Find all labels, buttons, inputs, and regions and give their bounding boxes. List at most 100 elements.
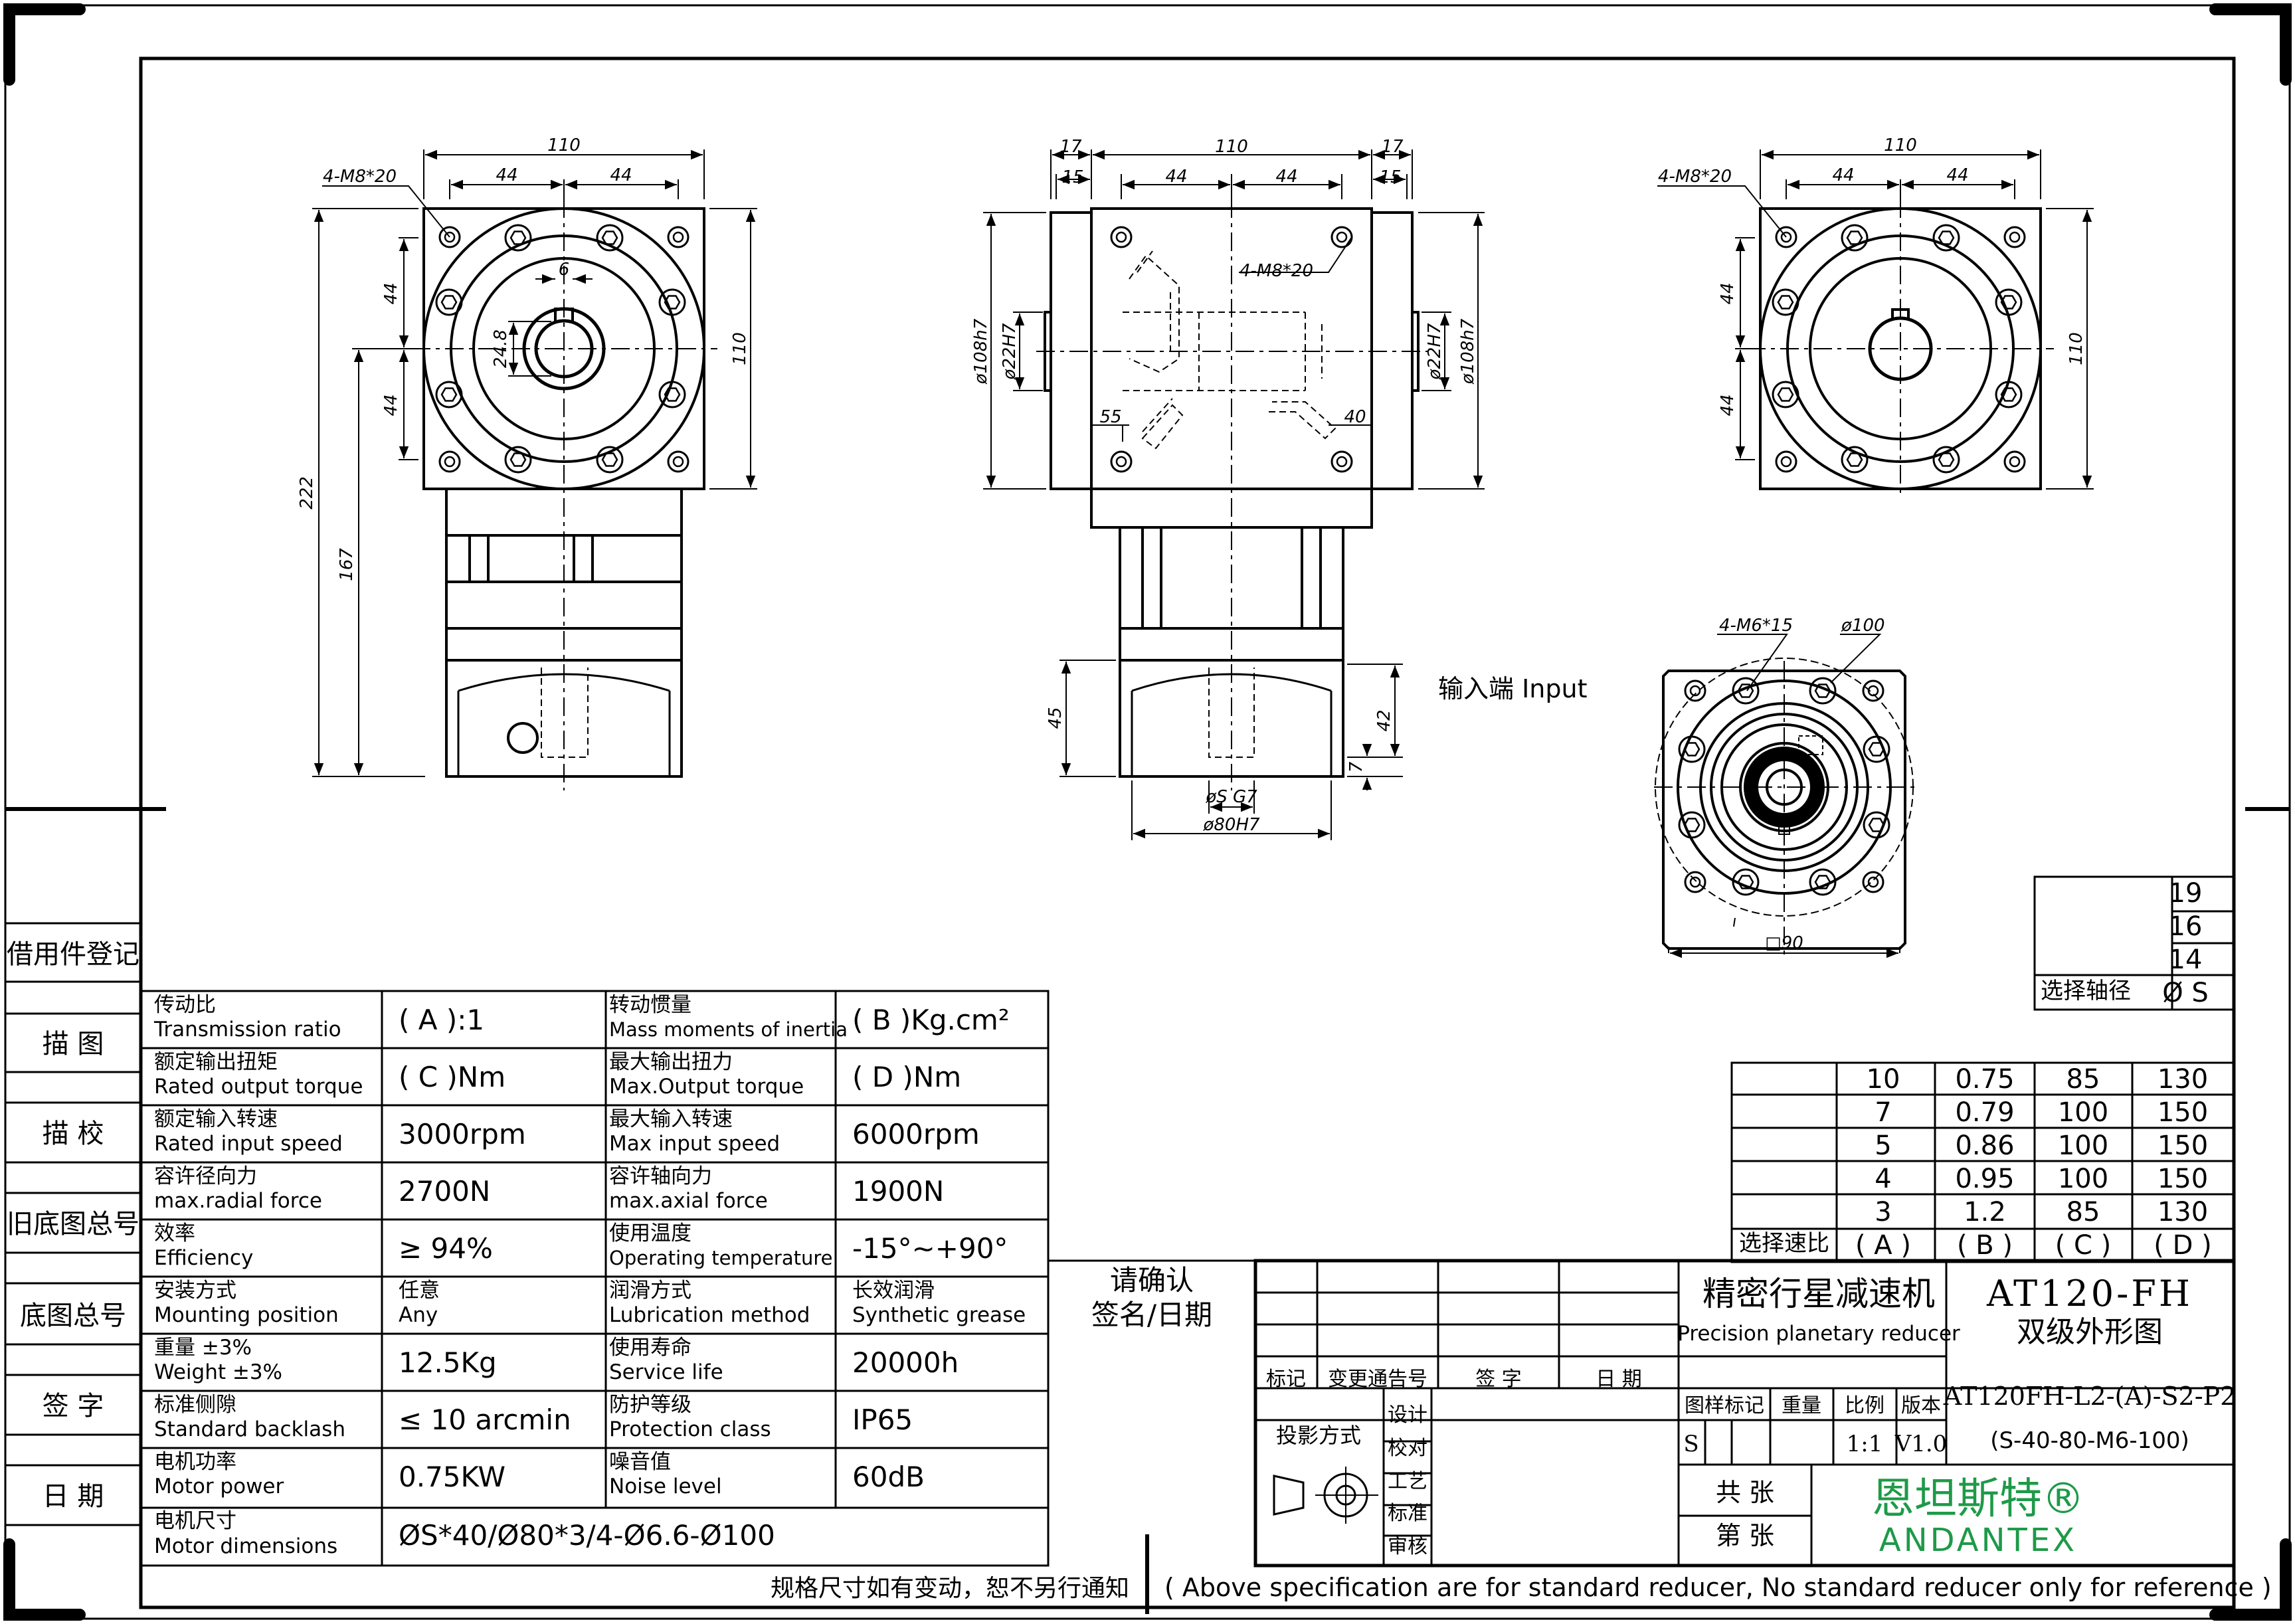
svg-text:(S-40-80-M6-100): (S-40-80-M6-100) [1990, 1427, 2189, 1454]
svg-text:17: 17 [1381, 137, 1404, 157]
svg-text:工艺: 工艺 [1388, 1470, 1427, 1493]
svg-text:44: 44 [1165, 167, 1187, 187]
svg-text:Max input speed: Max input speed [609, 1132, 780, 1156]
svg-text:签 字: 签 字 [1475, 1368, 1522, 1391]
svg-text:3: 3 [1875, 1197, 1891, 1227]
right-dims [1657, 149, 2094, 490]
svg-text:19: 19 [2169, 878, 2203, 909]
svg-text:标准: 标准 [1388, 1502, 1427, 1525]
svg-text:图样标记: 图样标记 [1685, 1394, 1764, 1417]
svg-text:85: 85 [2066, 1064, 2100, 1095]
svg-text:S: S [1683, 1431, 1698, 1457]
svg-text:防护等级: 防护等级 [609, 1393, 691, 1417]
front-dim-labels: 110 44 44 4-M8*20 44 44 110 6 24.8 222 1… [297, 135, 750, 581]
svg-text:max.radial force: max.radial force [154, 1189, 322, 1213]
svg-text:44: 44 [496, 165, 517, 185]
svg-text:V1.0: V1.0 [1894, 1431, 1948, 1457]
svg-text:标准侧隙: 标准侧隙 [154, 1393, 236, 1417]
svg-text:10: 10 [1867, 1064, 1900, 1095]
svg-text:容许径向力: 容许径向力 [154, 1164, 257, 1188]
svg-text:转动惯量: 转动惯量 [609, 993, 691, 1017]
svg-text:Mass moments of inertia: Mass moments of inertia [609, 1018, 848, 1041]
footer-note-cn: 规格尺寸如有变动，恕不另行通知 [771, 1575, 1129, 1602]
svg-text:使用温度: 使用温度 [609, 1221, 691, 1245]
strip-date: 日 期 [43, 1481, 104, 1512]
svg-text:润滑方式: 润滑方式 [609, 1279, 691, 1303]
svg-text:ø22H7: ø22H7 [1425, 323, 1445, 381]
svg-text:第 张: 第 张 [1716, 1521, 1774, 1550]
svg-text:110: 110 [1884, 135, 1917, 155]
svg-text:7: 7 [1875, 1097, 1891, 1128]
svg-text:安装方式: 安装方式 [154, 1279, 236, 1303]
svg-text:投影方式: 投影方式 [1276, 1423, 1361, 1448]
svg-text:AT120FH-L2-(A)-S2-P2: AT120FH-L2-(A)-S2-P2 [1943, 1382, 2237, 1411]
footer-note-en: ( Above specification are for standard r… [1164, 1573, 2272, 1602]
left-strip: 借用件登记 描 图 描 校 旧底图总号 底图总号 签 字 日 期 [5, 922, 141, 1526]
svg-text:≤ 10 arcmin: ≤ 10 arcmin [399, 1403, 571, 1436]
svg-text:-15°~+90°: -15°~+90° [852, 1232, 1008, 1265]
svg-text:最大输入转速: 最大输入转速 [609, 1107, 733, 1131]
svg-text:55: 55 [1099, 407, 1121, 427]
svg-text:标记: 标记 [1266, 1368, 1306, 1391]
front-centerlines [412, 199, 717, 790]
svg-text:重量: 重量 [1782, 1394, 1821, 1417]
svg-text:容许轴向力: 容许轴向力 [609, 1164, 712, 1188]
svg-text:ø108h7: ø108h7 [1458, 318, 1478, 385]
svg-text:Max.Output torque: Max.Output torque [609, 1075, 804, 1099]
side-dims [983, 149, 1485, 840]
strip-sign: 签 字 [43, 1391, 104, 1421]
svg-text:100: 100 [2058, 1130, 2108, 1161]
svg-text:44: 44 [381, 282, 401, 304]
specs-rows: 传动比 Transmission ratio ( A ):1 转动惯量 Mass… [153, 993, 1026, 1558]
svg-text:4-M8*20: 4-M8*20 [323, 167, 397, 187]
svg-text:Transmission ratio: Transmission ratio [153, 1018, 341, 1041]
svg-text:17: 17 [1059, 137, 1082, 157]
svg-text:IP65: IP65 [852, 1403, 913, 1436]
svg-text:44: 44 [610, 165, 632, 185]
svg-text:AT120-FH: AT120-FH [1986, 1273, 2193, 1314]
svg-text:≥ 94%: ≥ 94% [399, 1232, 493, 1265]
svg-text:110: 110 [1215, 137, 1248, 157]
svg-text:20000h: 20000h [852, 1346, 959, 1379]
svg-text:Ø S: Ø S [2162, 978, 2209, 1008]
svg-text:Service life: Service life [609, 1360, 723, 1384]
svg-text:额定输入转速: 额定输入转速 [154, 1107, 278, 1131]
svg-text:重量 ±3%: 重量 ±3% [154, 1336, 252, 1360]
svg-text:1.2: 1.2 [1964, 1197, 2006, 1227]
strip-check: 描 校 [43, 1119, 104, 1149]
svg-text:变更通告号: 变更通告号 [1328, 1368, 1427, 1391]
svg-text:( A ):1: ( A ):1 [399, 1004, 484, 1036]
title-block: 精密行星减速机 Precision planetary reducer AT12… [1253, 1259, 2237, 1568]
svg-text:Rated input speed: Rated input speed [154, 1132, 343, 1156]
svg-text:Precision planetary reducer: Precision planetary reducer [1677, 1322, 1960, 1346]
input-dims [1668, 634, 1900, 958]
projection-symbol-icon [1273, 1467, 1378, 1524]
svg-text:222: 222 [297, 476, 317, 509]
specs-table: 传动比 Transmission ratio ( A ):1 转动惯量 Mass… [139, 990, 1050, 1567]
svg-text:110: 110 [2066, 332, 2086, 365]
svg-text:44: 44 [1718, 282, 1738, 304]
svg-text:Motor dimensions: Motor dimensions [154, 1534, 337, 1558]
input-dim-labels: 4-M6*15 ø100 □90 [1719, 616, 1885, 953]
svg-text:Motor power: Motor power [154, 1475, 284, 1498]
svg-text:选择速比: 选择速比 [1739, 1230, 1829, 1257]
svg-text:150: 150 [2157, 1130, 2208, 1161]
svg-text:Mounting position: Mounting position [154, 1303, 339, 1327]
svg-text:24.8: 24.8 [491, 329, 511, 368]
strip-old-no: 旧底图总号 [7, 1209, 139, 1239]
svg-text:校对: 校对 [1388, 1437, 1427, 1460]
shaft-table: 19 16 14 Ø S 选择轴径 [2033, 875, 2235, 1011]
svg-text:0.95: 0.95 [1955, 1164, 2014, 1194]
svg-text:4-M6*15: 4-M6*15 [1719, 616, 1793, 636]
svg-text:最大输出扭力: 最大输出扭力 [609, 1050, 733, 1074]
svg-text:150: 150 [2157, 1097, 2208, 1128]
svg-text:ø80H7: ø80H7 [1202, 815, 1260, 835]
svg-text:( B )Kg.cm²: ( B )Kg.cm² [852, 1004, 1010, 1036]
svg-text:ø22H7: ø22H7 [1000, 323, 1020, 381]
svg-text:额定输出扭矩: 额定输出扭矩 [154, 1050, 278, 1074]
svg-text:14: 14 [2169, 945, 2203, 975]
